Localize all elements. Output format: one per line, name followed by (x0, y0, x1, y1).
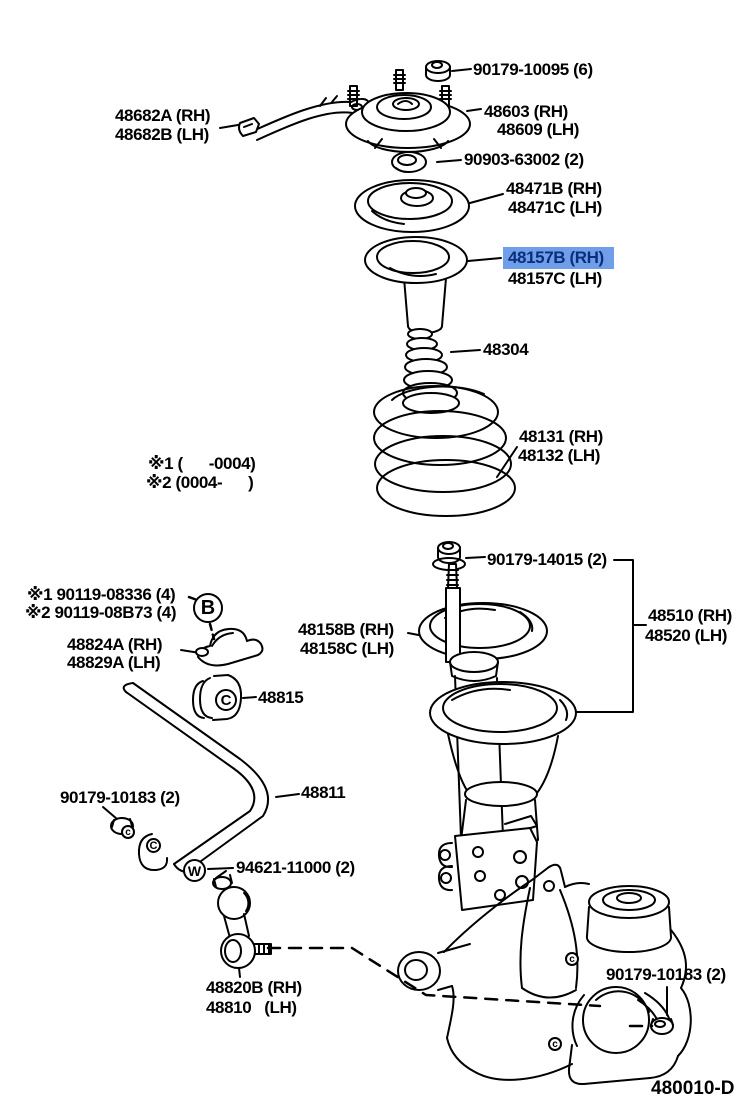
label-48824a-rh[interactable]: 48824A (RH) (67, 635, 163, 654)
callout-b-bolt: B (193, 593, 223, 623)
label-48603-rh[interactable]: 48603 (RH) (484, 102, 568, 121)
callout-w-washer: W (183, 859, 206, 882)
nut-90179-10095-drawing (425, 60, 451, 82)
coil-spring-drawing (373, 385, 516, 517)
callout-c-bar-clamp: C (146, 838, 161, 853)
callout-c-knuckle-top: c (565, 952, 579, 966)
nut-90179-10183-right-drawing (650, 1017, 674, 1035)
label-48158b-rh[interactable]: 48158B (RH) (298, 620, 394, 639)
label-48815[interactable]: 48815 (258, 688, 304, 707)
note-90119-08336: ※1 90119-08336 (4) (27, 585, 176, 604)
label-90179-10183-left[interactable]: 90179-10183 (2) (60, 788, 180, 807)
spring-insulator-drawing (364, 236, 468, 334)
label-94621-11000[interactable]: 94621-11000 (2) (236, 858, 355, 877)
label-48471b-rh[interactable]: 48471B (RH) (506, 179, 602, 198)
label-48157c-lh[interactable]: 48157C (LH) (508, 269, 602, 288)
label-48131-rh[interactable]: 48131 (RH) (519, 427, 603, 446)
callout-c-nut-left: c (121, 825, 135, 839)
label-48157b-rh[interactable]: 48157B (RH) (503, 247, 614, 270)
note-90119-08b73: ※2 90119-08B73 (4) (25, 603, 177, 622)
label-48520-lh[interactable]: 48520 (LH) (645, 626, 727, 645)
label-48304[interactable]: 48304 (483, 340, 529, 359)
shock-absorber-drawing (418, 563, 577, 911)
label-90179-14015[interactable]: 90179-14015 (2) (487, 550, 607, 569)
label-90179-10095[interactable]: 90179-10095 (6) (473, 60, 593, 79)
stabilizer-bracket-drawing (195, 627, 264, 667)
label-90903-63002[interactable]: 90903-63002 (2) (464, 150, 584, 169)
note-range-2: ※2 (0004- ) (146, 473, 254, 492)
label-48132-lh[interactable]: 48132 (LH) (518, 446, 600, 465)
callout-c-bushing: C (215, 689, 237, 711)
label-48609-lh[interactable]: 48609 (LH) (497, 120, 579, 139)
label-48158c-lh[interactable]: 48158C (LH) (300, 639, 394, 658)
dust-boot-drawing (402, 328, 460, 414)
steering-knuckle-drawing (397, 863, 692, 1086)
label-48820b-rh[interactable]: 48820B (RH) (206, 978, 302, 997)
note-range-1: ※1 ( -0004) (148, 454, 256, 473)
label-48471c-lh[interactable]: 48471C (LH) (508, 198, 602, 217)
washer-90903-drawing (391, 151, 427, 173)
dashed-assembly-lines (187, 595, 654, 1028)
label-48682b-lh[interactable]: 48682B (LH) (115, 125, 209, 144)
strut-mount-drawing (345, 69, 471, 153)
stabilizer-link-drawing (212, 870, 272, 969)
label-48811[interactable]: 48811 (301, 783, 346, 802)
diagram-code: 480010-D (651, 1078, 735, 1099)
label-90179-10183-right[interactable]: 90179-10183 (2) (606, 965, 726, 984)
spring-seat-upper-drawing (354, 179, 470, 233)
label-48682a-rh[interactable]: 48682A (RH) (115, 106, 211, 125)
callout-c-knuckle-bot: c (548, 1037, 562, 1051)
label-48810-lh[interactable]: 48810 (LH) (206, 998, 297, 1017)
label-48829a-lh[interactable]: 48829A (LH) (67, 653, 161, 672)
label-48510-rh[interactable]: 48510 (RH) (648, 606, 732, 625)
